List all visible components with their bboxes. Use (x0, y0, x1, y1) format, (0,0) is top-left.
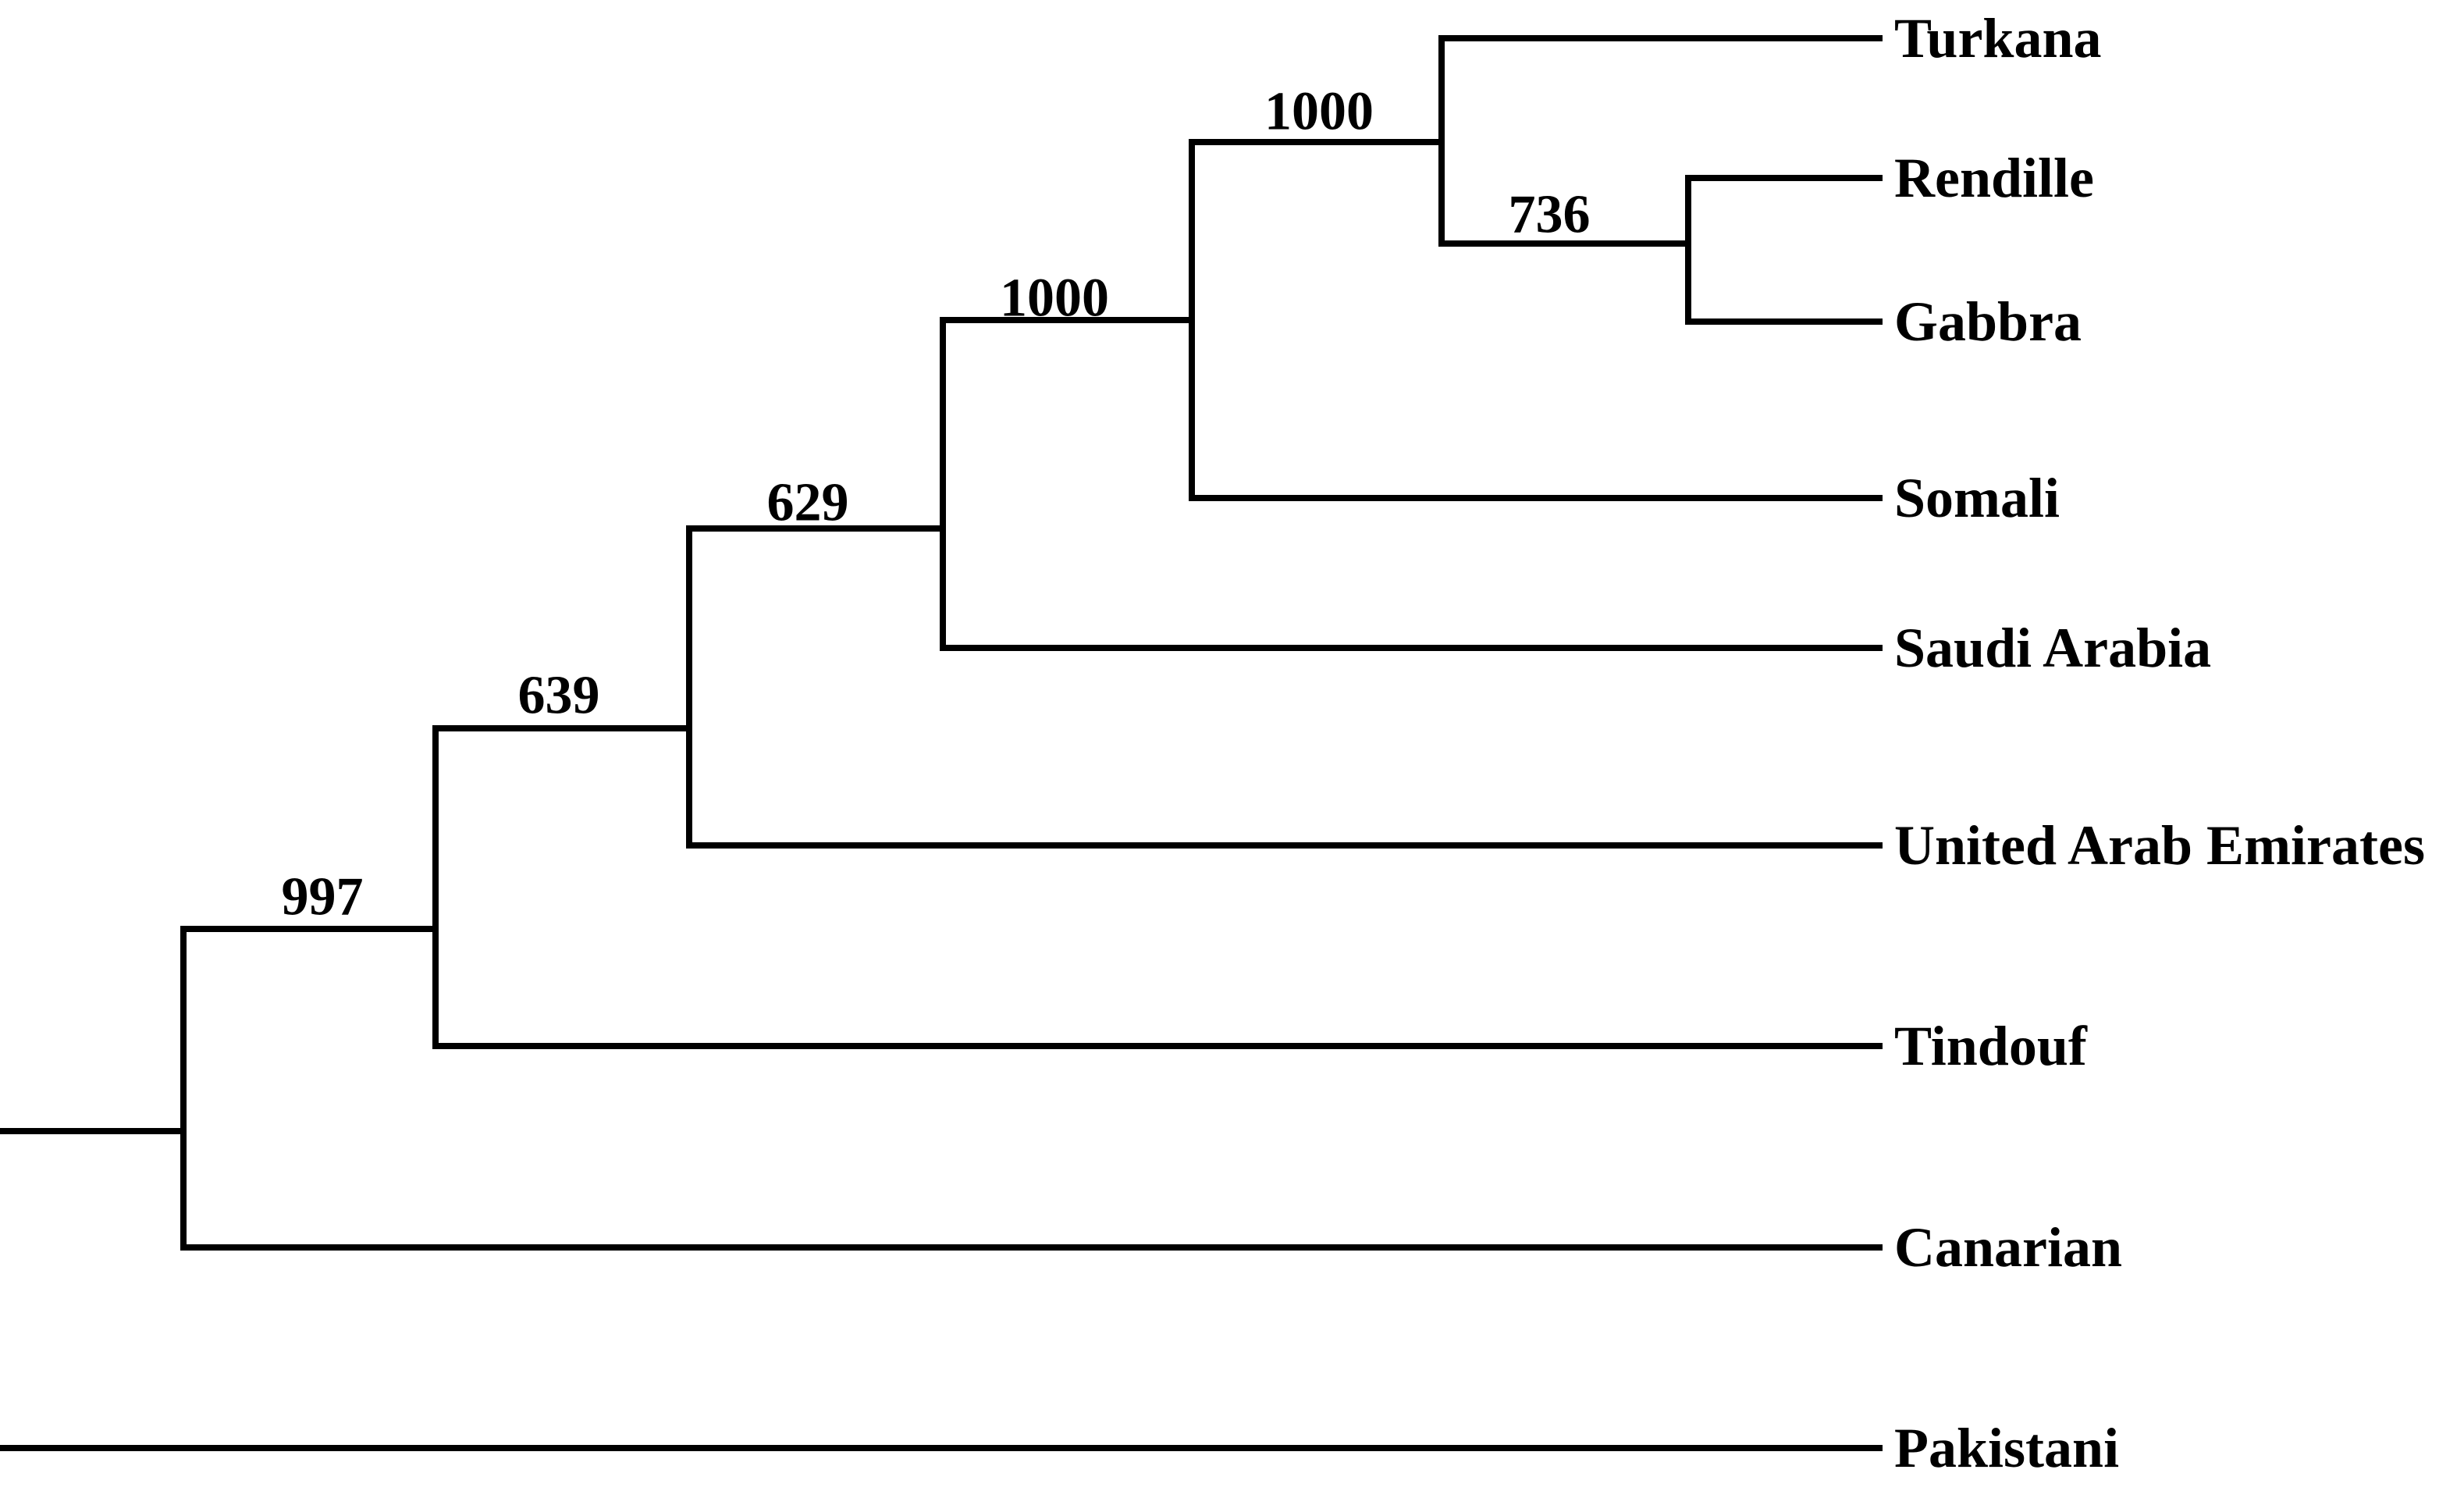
taxon-label-saudi-arabia: Saudi Arabia (1894, 617, 2211, 679)
taxon-label-somali: Somali (1894, 467, 2060, 529)
bootstrap-value-label: 736 (1509, 185, 1591, 245)
bootstrap-value-label: 1000 (1264, 82, 1374, 142)
bootstrap-value-label: 997 (282, 867, 364, 927)
taxon-label-pakistani: Pakistani (1894, 1417, 2119, 1479)
taxon-label-canarian: Canarian (1894, 1216, 2122, 1279)
bootstrap-value-label: 1000 (1000, 269, 1109, 329)
taxon-label-united-arab-emirates: United Arab Emirates (1894, 814, 2425, 877)
taxon-label-rendille: Rendille (1894, 147, 2094, 209)
bootstrap-value-label: 639 (518, 666, 600, 726)
bootstrap-value-label: 629 (767, 473, 849, 533)
taxon-label-tindouf: Tindouf (1894, 1015, 2088, 1077)
taxon-label-gabbra: Gabbra (1894, 290, 2082, 353)
taxon-label-turkana: Turkana (1894, 7, 2102, 69)
